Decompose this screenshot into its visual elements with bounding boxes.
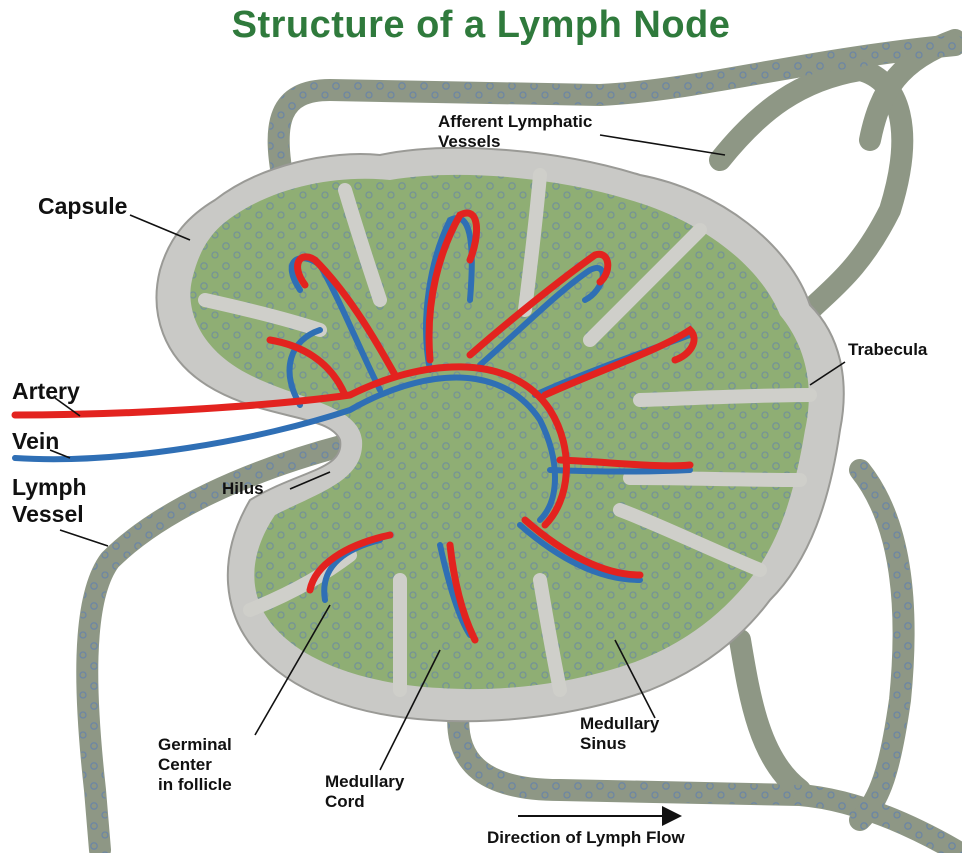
afferent-label: Afferent Lymphatic Vessels [438, 112, 592, 152]
direction-label: Direction of Lymph Flow [487, 828, 685, 848]
lymph-vessel-label: Lymph Vessel [12, 474, 87, 528]
trabecula-label: Trabecula [848, 340, 927, 360]
germinal-center-label: Germinal Center in follicle [158, 735, 232, 795]
lymph-vessel-pointer [60, 530, 108, 546]
diagram-title: Structure of a Lymph Node [0, 4, 962, 47]
medullary-sinus-label: Medullary Sinus [580, 714, 659, 754]
medullary-cord-label: Medullary Cord [325, 772, 404, 812]
afferent-pointer [600, 135, 725, 155]
vein-label: Vein [12, 428, 59, 455]
artery-label: Artery [12, 378, 80, 405]
capsule-label: Capsule [38, 193, 127, 220]
efferent-vessel-bottom-right [740, 640, 800, 790]
hilus-label: Hilus [222, 479, 264, 499]
